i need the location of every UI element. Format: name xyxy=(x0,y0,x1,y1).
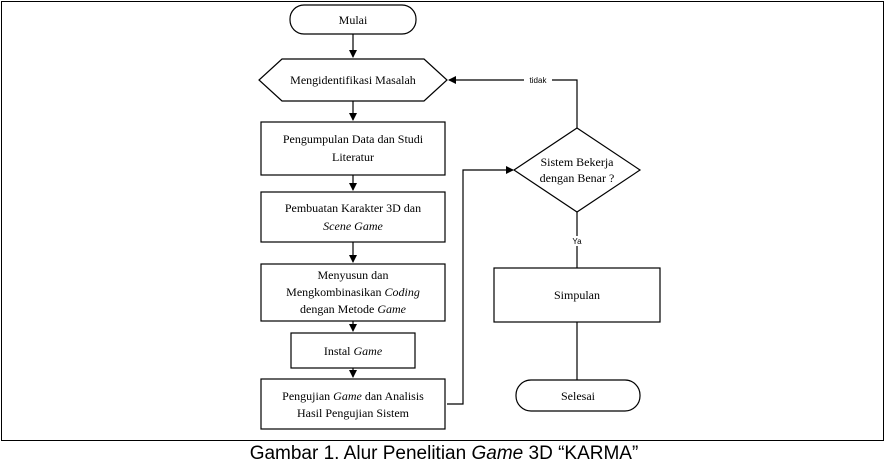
figure-caption: Gambar 1. Alur Penelitian Game 3D “KARMA… xyxy=(0,443,888,465)
test-label-line2: Hasil Pengujian Sistem xyxy=(297,406,410,420)
caption-prefix: Gambar 1. Alur Penelitian xyxy=(249,443,472,464)
arrow-decision-no xyxy=(448,76,578,128)
no-label: tidak xyxy=(530,76,548,85)
end-terminal xyxy=(515,379,641,412)
identify-hexagon xyxy=(258,58,448,102)
collect-label-line1: Pengumpulan Data dan Studi xyxy=(283,132,424,146)
identify-label: Mengidentifikasi Masalah xyxy=(290,73,416,87)
compose-label-line2: Mengkombinasikan Coding xyxy=(286,285,420,299)
test-label-line1: Pengujian Game dan Analisis xyxy=(282,389,424,403)
start-label: Mulai xyxy=(339,13,368,27)
compose-label-line3: dengan Metode Game xyxy=(300,302,407,316)
yes-label: Ya xyxy=(572,237,582,246)
end-label: Selesai xyxy=(561,389,596,403)
conclusion-box xyxy=(493,267,661,323)
caption-italic: Game xyxy=(471,443,524,464)
test-box xyxy=(260,378,446,430)
install-label: Instal Game xyxy=(324,344,383,358)
install-box xyxy=(290,332,416,369)
decision-diamond xyxy=(512,127,642,213)
flowchart: Mulai Mengidentifikasi Masalah Pengumpul… xyxy=(258,4,661,430)
caption-suffix: 3D “KARMA” xyxy=(523,443,639,464)
create-label-line2: Scene Game xyxy=(323,219,383,233)
decision-label-line1: Sistem Bekerja xyxy=(541,155,615,169)
conclusion-label: Simpulan xyxy=(554,288,600,302)
decision-label-line2: dengan Benar ? xyxy=(540,171,615,185)
create-box xyxy=(260,191,446,243)
create-label-line1: Pembuatan Karakter 3D dan xyxy=(285,201,421,215)
arrow-test-decision xyxy=(447,166,514,405)
collect-label-line2: Literatur xyxy=(332,150,374,164)
compose-box xyxy=(260,263,446,322)
start-terminal xyxy=(289,4,417,35)
collect-box xyxy=(260,121,446,176)
compose-label-line1: Menyusun dan xyxy=(318,268,389,282)
figure-frame xyxy=(1,1,884,441)
